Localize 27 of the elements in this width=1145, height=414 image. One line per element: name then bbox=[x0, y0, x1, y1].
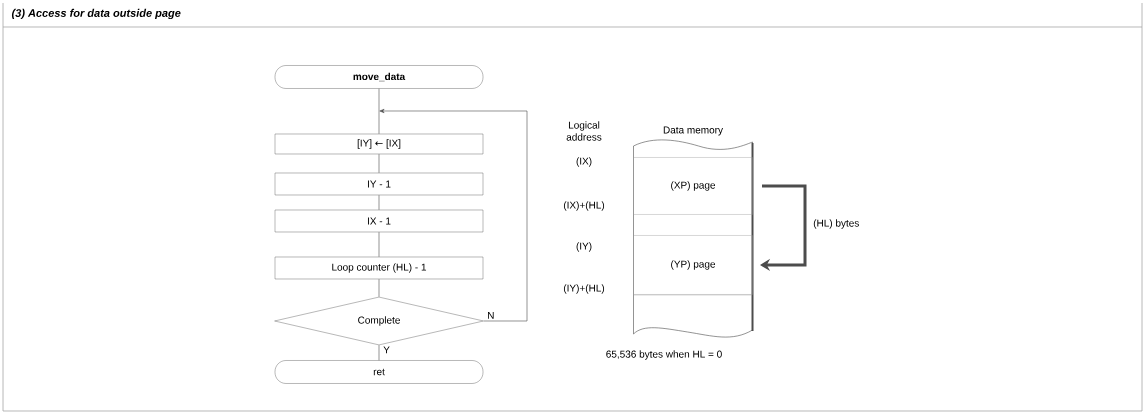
title: (3) Access for data outside page bbox=[11, 8, 181, 20]
note: 65,536 bytes when HL = 0 bbox=[606, 350, 722, 360]
edge-label: Y bbox=[383, 346, 390, 354]
connector-line bbox=[378, 231, 380, 258]
edge-label: N bbox=[488, 311, 494, 319]
address-label: (IY) bbox=[576, 242, 592, 252]
process-box: Loop counter (HL) - 1 bbox=[274, 256, 484, 280]
connector-line bbox=[378, 194, 380, 211]
connector-line bbox=[378, 153, 380, 174]
edge-label: (HL) bytes bbox=[812, 218, 861, 230]
process-box: IX - 1 bbox=[274, 209, 484, 233]
address-label: Logical address bbox=[566, 121, 602, 141]
arrow bbox=[379, 108, 528, 322]
memory-page: (XP) page bbox=[633, 157, 753, 215]
process-box: [IY] ← [IX] bbox=[274, 133, 484, 155]
node-label: Data memory bbox=[663, 126, 723, 136]
address-label: (IX) bbox=[576, 157, 592, 167]
connector-line bbox=[378, 278, 380, 298]
connector-line bbox=[378, 88, 380, 135]
arrow bbox=[760, 184, 807, 272]
address-label: (IY)+(HL) bbox=[563, 284, 605, 294]
terminal-box: move_data bbox=[274, 65, 484, 89]
memory-page: (YP) page bbox=[633, 235, 753, 295]
process-box: IY - 1 bbox=[274, 172, 484, 196]
connector-line bbox=[378, 344, 380, 361]
terminal-box: ret bbox=[274, 360, 484, 384]
address-label: (IX)+(HL) bbox=[563, 201, 605, 211]
